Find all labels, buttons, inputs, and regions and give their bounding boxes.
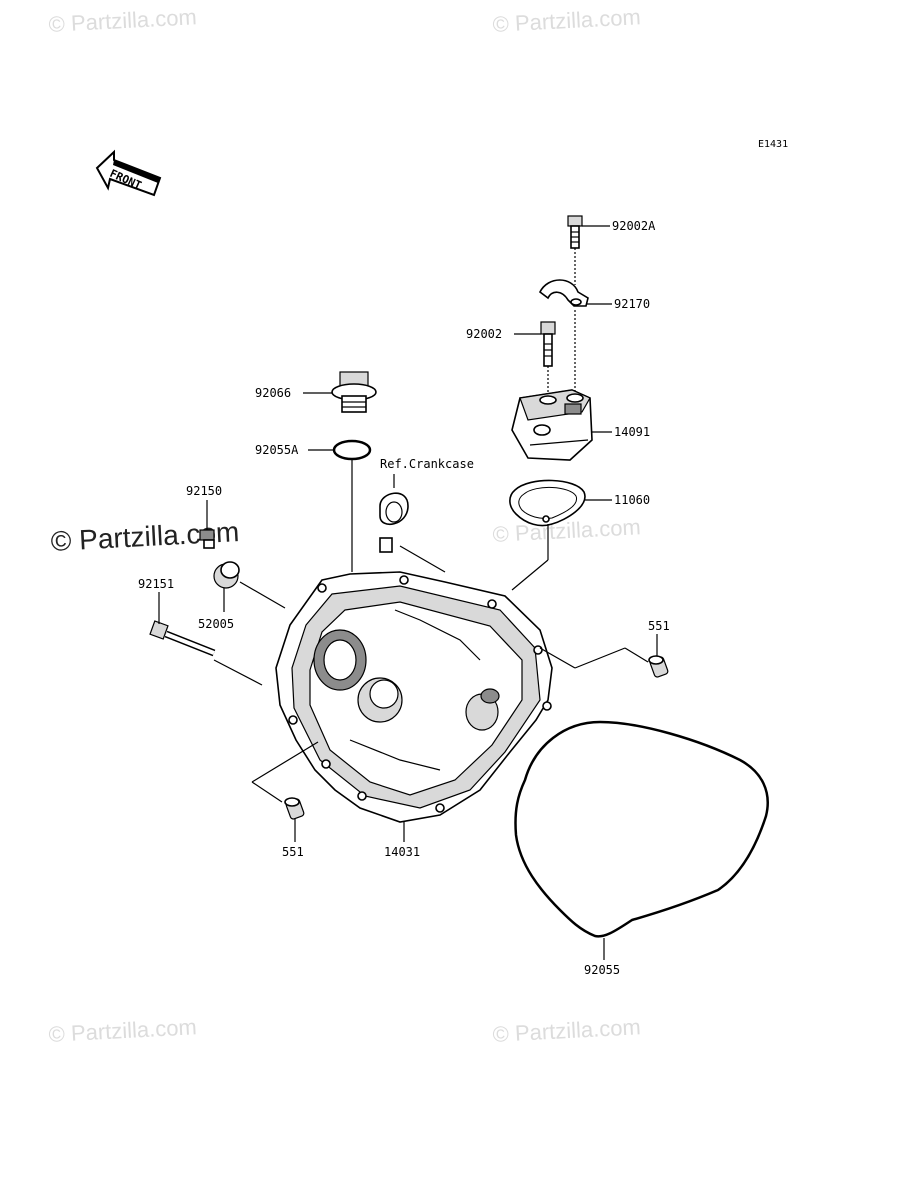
fitting-14091-icon xyxy=(511,389,593,461)
label-92170: 92170 xyxy=(614,297,650,311)
label-92066: 92066 xyxy=(255,386,291,400)
gasket-92055-icon xyxy=(514,720,769,938)
reference-crankcase-label: Ref.Crankcase xyxy=(380,457,474,471)
label-52005: 52005 xyxy=(198,617,234,631)
crankcase-ring-icon xyxy=(379,492,409,553)
bolt-92151-icon xyxy=(149,620,216,657)
seal-52005-icon xyxy=(213,561,240,589)
label-92002: 92002 xyxy=(466,327,502,341)
label-14031: 14031 xyxy=(384,845,420,859)
label-11060: 11060 xyxy=(614,493,650,507)
label-14091: 14091 xyxy=(614,425,650,439)
label-551-left: 551 xyxy=(282,845,304,859)
bolt-92150-icon xyxy=(199,529,215,549)
front-arrow-icon: FRONT xyxy=(95,149,162,197)
bolt-92002a-icon xyxy=(567,215,583,249)
dowel-551-left-icon xyxy=(284,797,305,820)
dowel-551-right-icon xyxy=(648,655,669,678)
label-92055: 92055 xyxy=(584,963,620,977)
bolt-92002-icon xyxy=(540,321,556,367)
clutch-cover-14031-icon xyxy=(275,571,553,823)
gasket-11060-icon xyxy=(509,479,586,527)
label-92151: 92151 xyxy=(138,577,174,591)
label-92150: 92150 xyxy=(186,484,222,498)
label-551-right: 551 xyxy=(648,619,670,633)
o-ring-92055a-icon xyxy=(332,439,372,461)
clamp-92170-icon xyxy=(538,279,589,307)
label-92002a: 92002A xyxy=(612,219,656,233)
plug-92066-icon xyxy=(331,371,377,413)
label-92055a: 92055A xyxy=(255,443,299,457)
diagram-code: E1431 xyxy=(758,139,788,150)
